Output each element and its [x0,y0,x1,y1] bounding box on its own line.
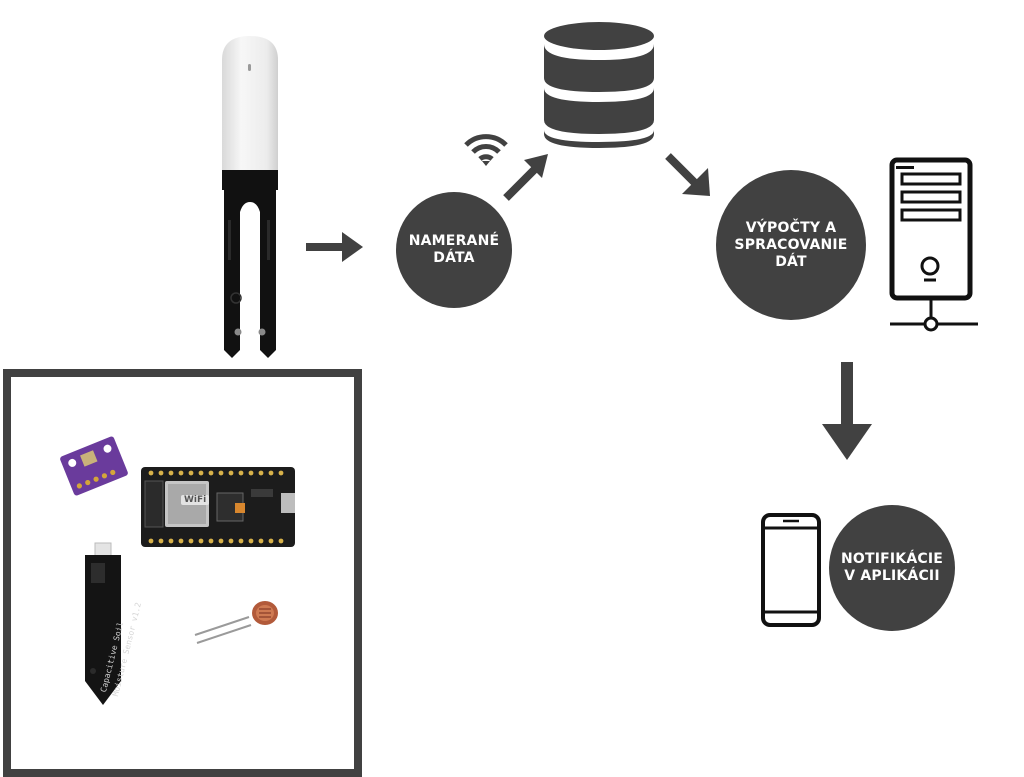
plant-sensor-icon [210,30,290,370]
server-icon [886,156,982,336]
measured-data-node: NAMERANÉ DÁTA [396,192,512,308]
purple-sensor-board-icon [57,433,131,499]
measured-data-line1: NAMERANÉ [408,233,500,249]
arrow-down-right-icon [664,152,714,200]
nodemcu-board-icon [139,463,299,549]
database-icon [540,20,658,152]
measured-data-line2: DÁTA [433,250,475,266]
processing-line2: SPRACOVANIE [734,236,848,253]
capacitive-soil-sensor-icon [77,541,147,709]
hardware-components-box: WiFi Capacitive Soil Moisture Sensor v1.… [3,369,362,777]
arrow-down-icon [822,362,872,462]
arrow-up-right-icon [500,152,552,202]
processing-node: VÝPOČTY A SPRACOVANIE DÁT [716,170,866,320]
photoresistor-icon [189,587,299,647]
wifi-badge: WiFi [181,495,210,505]
notifications-line1: NOTIFIKÁCIE [840,551,944,567]
notifications-node: NOTIFIKÁCIE V APLIKÁCII [829,505,955,631]
wifi-icon [462,130,510,170]
arrow-right-icon [306,230,364,264]
processing-line3: DÁT [775,253,807,270]
notifications-line2: V APLIKÁCII [844,568,940,584]
smartphone-icon [760,512,822,628]
processing-line1: VÝPOČTY A [745,219,837,236]
